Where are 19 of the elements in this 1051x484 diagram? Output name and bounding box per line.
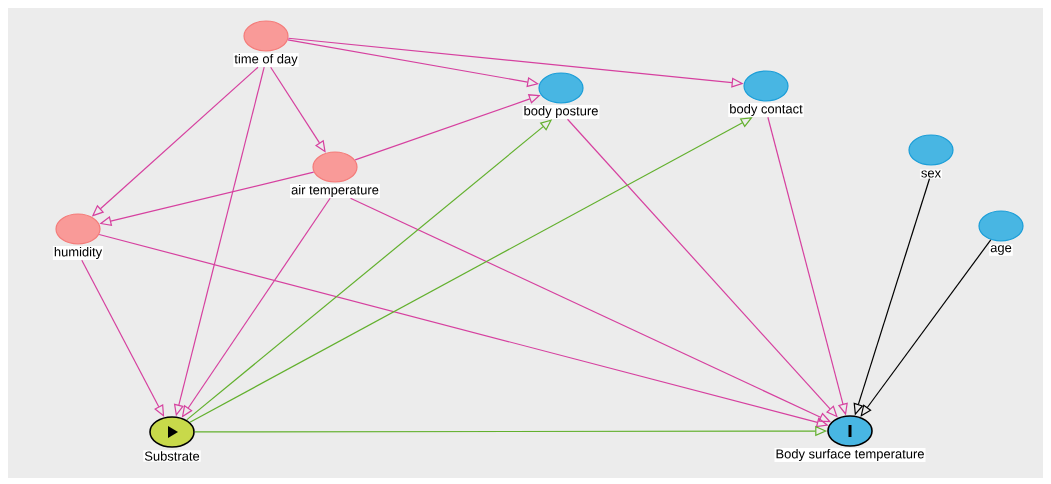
node-label: sex — [921, 170, 941, 178]
node-label: time of day — [234, 53, 298, 67]
variable-node: Body surface temperature — [774, 415, 926, 462]
variable-node: body posture — [522, 72, 600, 120]
node-label: age — [990, 245, 1012, 255]
node-label: body contact — [730, 103, 803, 117]
arrow — [860, 239, 992, 417]
variable-node: sex — [908, 134, 954, 179]
variable-node: Substrate — [143, 416, 201, 462]
variable-node: air temperature — [290, 151, 380, 199]
variable-node: age — [978, 210, 1024, 256]
node-label: humidity — [54, 246, 103, 260]
variable-node: body contact — [728, 70, 804, 118]
arrow — [566, 118, 838, 418]
variable-node: humidity — [52, 213, 104, 260]
node-label: body posture — [524, 105, 598, 119]
variable-node: time of day — [233, 20, 299, 68]
node-label: Substrate — [144, 451, 200, 461]
node-label: air temperature — [291, 184, 379, 198]
